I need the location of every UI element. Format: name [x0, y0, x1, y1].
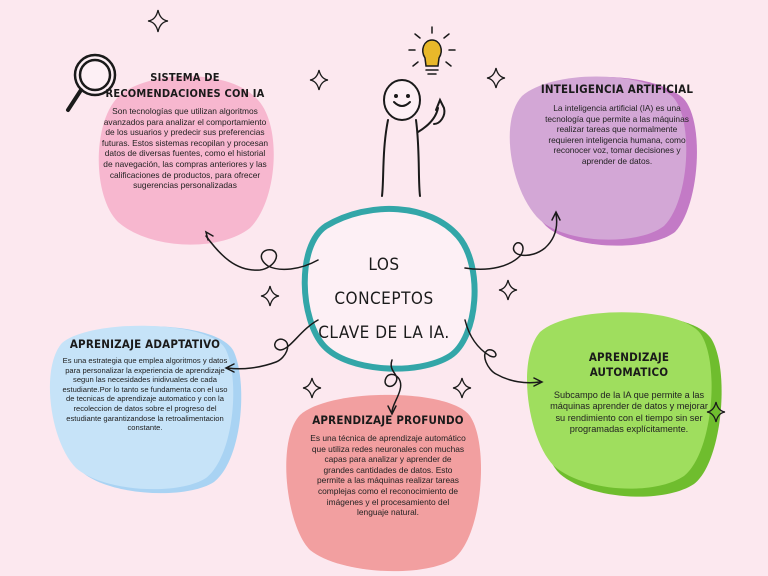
- lightbulb-icon: [408, 26, 456, 75]
- sparkle-icon: [260, 285, 280, 307]
- node-title: INTELIGENCIA ARTIFICIAL: [540, 82, 694, 96]
- node-aprendizaje-profundo: APRENDIZAJE PROFUNDO Es una técnica de a…: [310, 413, 466, 518]
- blob-aprendizaje-profundo: [286, 394, 482, 572]
- node-title-line1: SISTEMA DE: [150, 71, 220, 84]
- node-body: La inteligencia artificial (IA) es una t…: [545, 103, 689, 166]
- sparkle-icon: [498, 279, 518, 301]
- arrow-head: [204, 230, 214, 241]
- node-body: Son tecnologías que utilizan algoritmos …: [101, 106, 269, 191]
- node-title: APRENDIZAJE AUTOMATICO: [588, 350, 670, 379]
- node-title-line2: RECOMENDACIONES CON IA: [105, 87, 265, 100]
- node-body: Es una técnica de aprendizaje automático…: [310, 433, 466, 518]
- central-topic-line1: LOS CONCEPTOS: [334, 255, 434, 309]
- sparkle-icon: [147, 9, 169, 33]
- sparkle-icon: [309, 69, 329, 91]
- node-title: SISTEMA DE RECOMENDACIONES CON IA: [100, 70, 270, 102]
- central-ring: [301, 205, 478, 372]
- node-aprendizaje-adaptativo: APRENIZAJE ADAPTATIVO Es una estrategia …: [62, 337, 228, 433]
- central-topic: LOS CONCEPTOS CLAVE DE LA IA.: [318, 248, 450, 350]
- sparkles: [147, 9, 726, 423]
- sparkle-icon: [706, 401, 726, 423]
- node-title: APRENDIZAJE PROFUNDO: [312, 413, 464, 427]
- node-aprendizaje-automatico: APRENDIZAJE AUTOMATICO Subcampo de la IA…: [548, 350, 710, 436]
- thinking-person-icon: [381, 79, 446, 197]
- blob-sistema-recomendaciones: [98, 76, 274, 245]
- sparkle-icon: [486, 67, 506, 89]
- node-title: APRENIZAJE ADAPTATIVO: [69, 337, 221, 351]
- blob-aprendizaje-automatico: [527, 312, 722, 497]
- central-topic-line2: CLAVE DE LA IA.: [318, 323, 450, 343]
- magnifier-icon: [66, 53, 117, 112]
- connectors: [204, 210, 561, 416]
- node-body: Es una estrategia que emplea algoritmos …: [62, 356, 228, 433]
- blob-aprendizaje-adaptativo: [49, 325, 242, 494]
- blob-inteligencia-artificial: [509, 76, 697, 246]
- sparkle-icon: [302, 377, 322, 399]
- node-body: Subcampo de la IA que permite a las máqu…: [550, 390, 708, 435]
- sparkle-icon: [452, 377, 472, 399]
- node-sistema-recomendaciones: SISTEMA DE RECOMENDACIONES CON IA Son te…: [100, 70, 270, 191]
- node-inteligencia-artificial: INTELIGENCIA ARTIFICIAL La inteligencia …: [538, 82, 696, 167]
